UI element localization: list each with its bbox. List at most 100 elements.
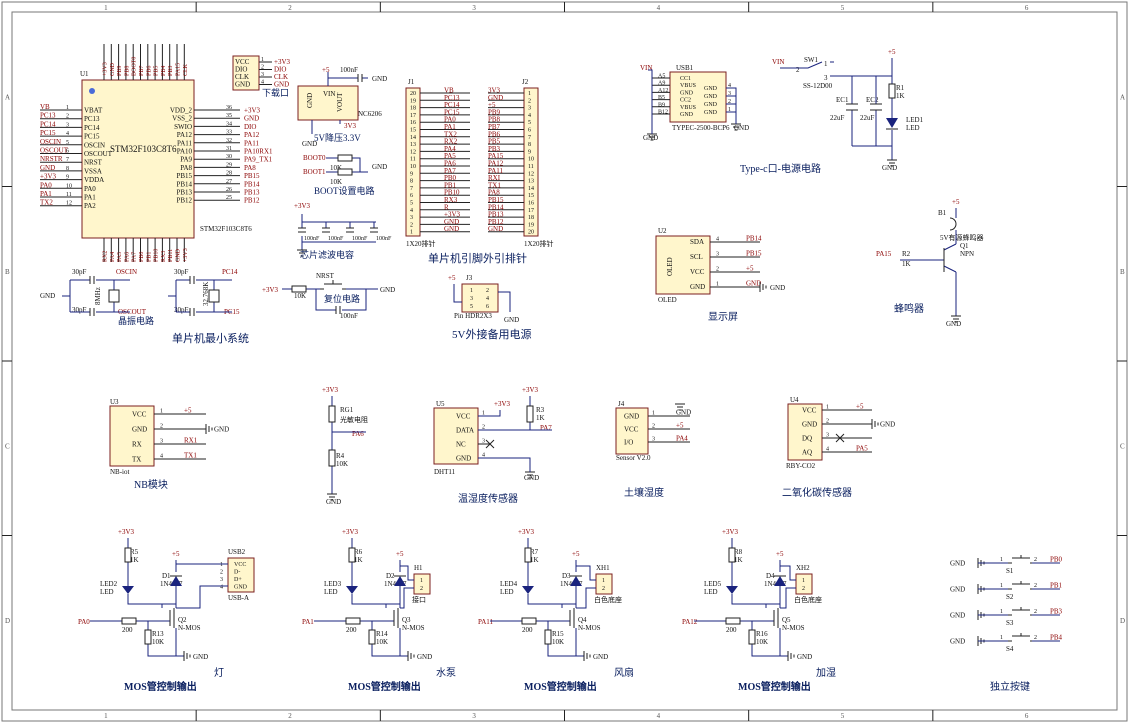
nb-pin-number: 2 [160,424,163,430]
mos-gate-resistor-value: 200 [346,626,357,634]
usb-pin-name: VBUS [680,83,696,89]
mos-load-ref: XH1 [596,564,610,572]
header-net-label: GND [444,225,459,233]
mcu-pin-name: VDDA [84,176,104,184]
oled-pin-number: 4 [716,237,719,243]
mos-gpio-net: PA11 [478,618,494,626]
mcu-net-label: PA4 [110,252,116,262]
mcu-pin-name: VBAT [84,107,103,115]
j3-ref: J3 [466,274,473,282]
mcu-pin-number: 10 [66,183,72,189]
xtal-freq: 8MHz [94,287,102,305]
oled-pin-name: VCC [690,268,705,276]
co2-pin-number: 4 [826,447,829,453]
mcu-net-label: PC14 [40,120,56,128]
mos-gpio-net: PA0 [78,618,90,626]
usb-pin-number: A5 [658,74,665,80]
ldo-cap: 100nF [340,66,358,74]
usb-vin: VIN [640,64,652,72]
oled-net-label: PB14 [746,235,762,243]
load-pin-number: 1 [420,578,423,584]
boot0-net: BOOT0 [303,154,326,162]
oled-pin-name: GND [690,283,705,291]
soil-pin-number: 2 [652,424,655,430]
header-pin-number: 19 [410,98,416,104]
header-pin-number: 4 [410,208,413,214]
header-pin-number: 11 [410,157,416,163]
led-icon [122,586,134,594]
wire [400,565,414,609]
dht-pin-number: 1 [482,411,485,417]
header-net-label: PA15 [488,152,504,160]
header-net-label: PB6 [488,130,501,138]
sw1-ref: SW1 [804,56,819,64]
boot-gnd: GND [372,163,387,171]
mcu-net-label: GND [40,164,55,172]
wire [583,651,591,661]
header-pin-number: 13 [528,179,534,185]
ground-label: GND [417,653,432,661]
soil-pin-name: I/O [624,439,633,447]
mcu-net-label: PA11 [244,139,260,147]
dht-pa: PA7 [540,424,552,432]
header-net-label: R [444,203,449,211]
ldo-cap-gnd: GND [372,75,387,83]
sw-n3: 3 [824,74,828,82]
j3-gnd: GND [504,316,519,324]
row-marker: A [1120,93,1125,101]
header-net-label: PB7 [488,123,501,131]
oled-pin-name: SDA [690,238,704,246]
rtc-cap-1: 30pF [174,268,189,276]
header-pin-number: 15 [410,128,416,134]
key-ref: S4 [1006,645,1014,653]
mcu-net-label: PB14 [244,180,260,188]
row-marker: D [5,617,10,625]
header-pin-number: 6 [410,193,413,199]
usb-a-pin-number: 1 [220,562,223,568]
mcu-pin-name: PA8 [180,164,192,172]
buzzer-icon [949,217,957,231]
mos-led-resistor-ref: R8 [734,548,743,556]
mcu-net-label: PA1 [40,190,52,198]
mos-led-resistor-ref: R7 [530,548,539,556]
dht-ref: U5 [436,400,445,408]
header-net-label: GND [488,94,503,102]
wire [1008,581,1032,590]
r1-val: 1K [896,92,905,100]
crystal-title: 晶振电路 [118,315,154,326]
mos-load-name: 加湿 [816,667,836,679]
mos-title: MOS管控制输出 [524,680,597,693]
key-pin-number: 1 [1000,583,1003,589]
soil-pin-name: VCC [624,426,639,434]
j3-title: 5V外接备用电源 [452,327,531,341]
usb-a-pin-name: D- [234,570,240,576]
mos-title: MOS管控制输出 [738,680,811,693]
column-marker: 4 [657,712,661,720]
mcu-net-label: DIO [244,123,256,131]
mos-led-part: LED [500,588,514,596]
r4-val: 10K [336,460,348,468]
usb-a-pin-name: D+ [234,577,242,583]
mcu-net-label: PA8 [244,164,256,172]
mcu-pin-name: PB14 [176,180,192,188]
mos-led-ref: LED2 [100,580,118,588]
header-pin-number: 7 [528,135,531,141]
j3-part: Pin HDR2X3 [454,312,492,320]
mos-transistor-ref: Q4 [578,616,587,624]
row-marker: C [5,442,10,450]
download-net-label: DIO [274,66,286,74]
resistor-icon [124,547,132,563]
pinheader-title: 单片机引脚外引排针 [428,251,527,265]
usb-pin-number: A9 [658,81,665,87]
mcu-pin-number: 4 [66,131,69,137]
load-pin-number: 2 [602,586,605,592]
column-marker: 2 [288,712,292,720]
mos-title: MOS管控制输出 [124,680,197,693]
crystal-block: OSCIN 30pF 30pF 8MHz OSCOUT 晶振电路 PC14 PC… [40,268,249,345]
ec1-ref: EC1 [836,96,849,104]
mcu-ref: U1 [80,70,89,78]
usb-pin-name: GND [704,110,718,116]
rtc-freq: 32.768K [202,282,210,306]
ec2-ref: EC2 [866,96,879,104]
